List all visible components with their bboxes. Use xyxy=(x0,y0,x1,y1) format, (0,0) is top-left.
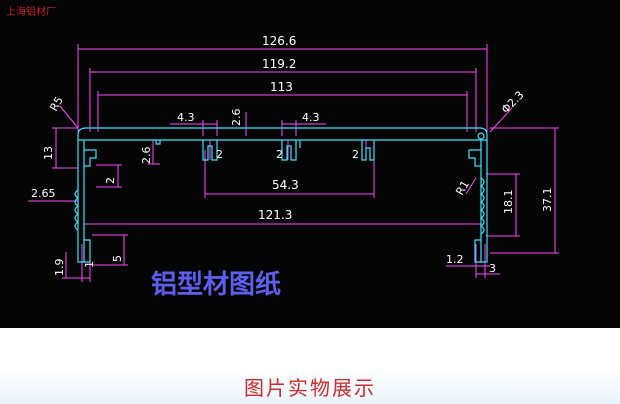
footer-band xyxy=(0,368,620,404)
dim-hole-diameter: Φ2.3 xyxy=(499,88,527,116)
dimension-lines xyxy=(28,44,559,282)
dim-slot-gap-d: 2 xyxy=(104,177,117,184)
dim-slot-span: 54.3 xyxy=(272,178,299,192)
profile-drawing: 上海铝材厂 xyxy=(6,5,559,300)
dim-slot-gap-a: 2 xyxy=(216,148,223,161)
dim-overall-width: 126.6 xyxy=(262,34,296,48)
dim-corner-radius: R5 xyxy=(47,94,66,113)
dim-slot-width-right: 4.3 xyxy=(302,111,320,124)
dim-slot-gap-c: 2 xyxy=(352,148,359,161)
dim-inner-width: 113 xyxy=(270,80,293,94)
dim-rib-height-left: 2.6 xyxy=(140,147,153,165)
dim-flange-height: 13 xyxy=(42,146,55,160)
dim-foot-left: 1 xyxy=(83,261,96,268)
footer-title: 图片实物展示 xyxy=(244,376,376,400)
drawing-canvas: 上海铝材厂 xyxy=(0,0,620,328)
profile-outline xyxy=(74,127,488,263)
dim-inner-cavity-width: 121.3 xyxy=(258,208,292,222)
drawing-caption: 铝型材图纸 xyxy=(151,269,281,300)
dim-left-rib: 2.65 xyxy=(31,187,56,200)
watermark-text: 上海铝材厂 xyxy=(6,5,56,18)
dim-slot-depth: 2.6 xyxy=(230,109,243,127)
dim-foot-height-left: 5 xyxy=(111,255,124,262)
dim-foot-right: 3 xyxy=(489,262,496,275)
dim-wall-left: 1.9 xyxy=(53,259,66,277)
dim-slot-width-left: 4.3 xyxy=(177,111,195,124)
dim-wall-right: 1.2 xyxy=(446,253,464,266)
dim-total-height: 37.1 xyxy=(541,188,554,213)
dim-outer-flange-width: 119.2 xyxy=(262,57,296,71)
dim-small-radius: R1 xyxy=(453,178,472,197)
dim-cavity-height: 18.1 xyxy=(502,190,515,215)
dim-slot-gap-b: 2 xyxy=(276,148,283,161)
